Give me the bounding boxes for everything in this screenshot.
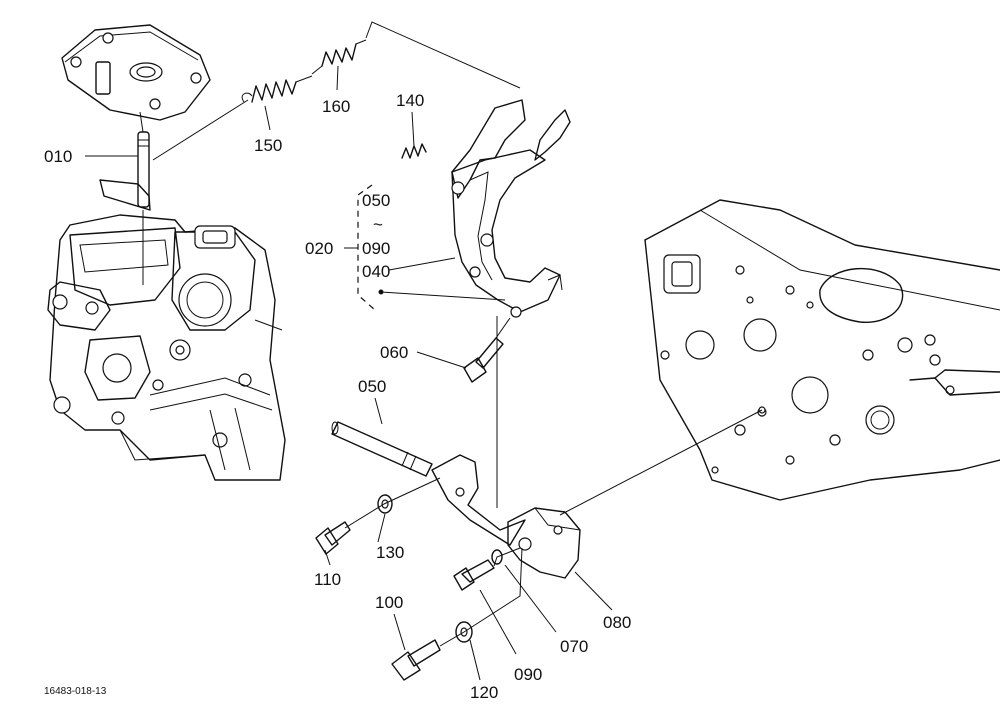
callout-050: 050 <box>358 377 386 396</box>
callout-080: 080 <box>603 613 631 632</box>
callout-160: 160 <box>322 97 350 116</box>
callout-leaders <box>85 65 613 681</box>
shaft-010 <box>99 111 151 285</box>
callout-040: 040 <box>362 262 390 281</box>
callout-100: 100 <box>375 593 403 612</box>
left-engine-block <box>47 214 286 481</box>
callout-010: 010 <box>44 147 72 166</box>
lower-link <box>431 316 526 546</box>
small-parts <box>315 477 523 681</box>
callout-120: 120 <box>470 683 498 702</box>
right-engine-block <box>559 199 1000 516</box>
block-080 <box>507 507 581 579</box>
drawing-number: 16483-018-13 <box>44 686 107 697</box>
callout-130: 130 <box>376 543 404 562</box>
callout-070: 070 <box>560 637 588 656</box>
callout-050-range-start: 050 <box>362 191 390 210</box>
callout-labels: 010 150 160 140 050 ~ 020 090 040 060 05… <box>44 91 631 702</box>
callout-020: 020 <box>305 239 333 258</box>
cover-plate <box>61 24 211 121</box>
callout-150: 150 <box>254 136 282 155</box>
callout-090-range-end: 090 <box>362 239 390 258</box>
callout-110: 110 <box>314 570 341 589</box>
callout-140: 140 <box>396 91 424 110</box>
fork-lever-assembly <box>451 99 571 318</box>
callout-060: 060 <box>380 343 408 362</box>
shaft-050 <box>331 421 433 477</box>
group-020-bracket <box>344 184 506 311</box>
bolt-060 <box>463 317 511 383</box>
callout-090: 090 <box>514 665 542 684</box>
callout-range-sep: ~ <box>373 215 383 234</box>
springs <box>152 21 521 161</box>
